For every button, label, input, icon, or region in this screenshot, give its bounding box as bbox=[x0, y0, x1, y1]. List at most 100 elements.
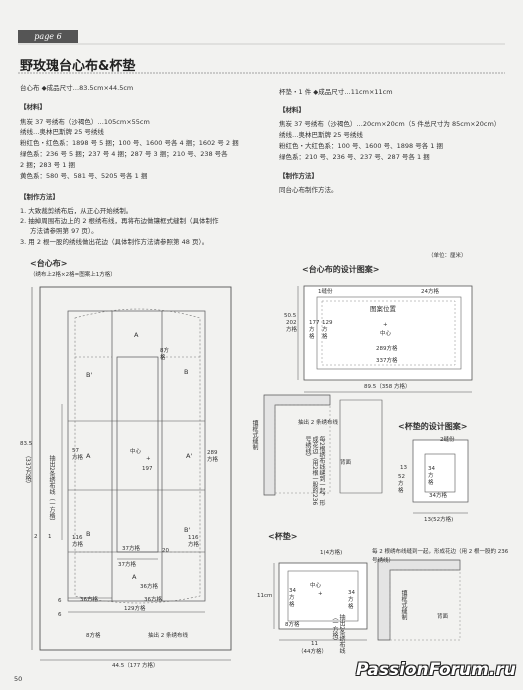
dim-2: 2 bbox=[34, 534, 38, 540]
corner-pull: 抽出 2 条绣布线 bbox=[298, 420, 338, 426]
region-a-bottom: A bbox=[132, 573, 137, 581]
dim-20: 20 bbox=[162, 548, 169, 554]
corner-label: 镶框式缝制 bbox=[251, 420, 258, 450]
doily-design-title: <台心布的设计图案> bbox=[302, 265, 380, 274]
coaster-pull: 抽出2条绣布线（一方格） bbox=[331, 614, 345, 654]
doily-size-line: 台心布 ◆成品尺寸…83.5cm×44.5cm bbox=[20, 84, 134, 92]
corner-back: 背面 bbox=[340, 460, 352, 466]
design-w289: 289方格 bbox=[376, 346, 398, 352]
dim-8-left: 8方格 bbox=[86, 633, 101, 639]
page-tag-text: page 6 bbox=[34, 32, 62, 41]
dim-57: 57方格 bbox=[72, 448, 84, 461]
corner2-label: 镶框式缝制 bbox=[400, 590, 407, 620]
method-line: 同台心布制作方法。 bbox=[279, 186, 338, 194]
dim-37-bottom: 37方格 bbox=[118, 562, 136, 568]
region-a-right: A' bbox=[186, 452, 193, 460]
coaster-center-mark: + bbox=[318, 591, 323, 597]
doily-total-h-cells: （337方格） bbox=[24, 452, 31, 488]
material-line: 粉红色・红色系：1898 号 5 捆；100 号、1600 号各 4 捆；160… bbox=[20, 139, 239, 147]
pull-threads-horizontal: 抽出 2 条绣布线 bbox=[148, 633, 188, 639]
material-line: 焦炭 37 号绣布（沙褐色）…20cm×20cm（5 件总尺寸为 85cm×20… bbox=[279, 120, 501, 128]
doily-title: <台心布> bbox=[30, 259, 68, 268]
coaster-top: 1(4方格) bbox=[320, 550, 343, 556]
doily-center-label: 中心 bbox=[130, 449, 142, 455]
dim-116-right: 116方格 bbox=[188, 535, 200, 548]
design-center: 中心 bbox=[380, 331, 392, 337]
material-line: 绣线…奥林巴斯牌 25 号绣线 bbox=[20, 128, 104, 136]
page-number: 50 bbox=[14, 675, 23, 683]
coaster-h: 13 bbox=[400, 465, 407, 471]
materials-title: 【材料】 bbox=[20, 103, 46, 111]
dim-6-a: 6 bbox=[58, 598, 62, 604]
coaster-bottom-cells: （44方格） bbox=[298, 649, 327, 655]
method-line: 1. 大致裁剪绣布后，从正心开始绣制。 bbox=[20, 207, 133, 215]
design-h-cells: 202方格 bbox=[286, 320, 298, 333]
unit-note: （单位：厘米） bbox=[428, 253, 467, 259]
dim-289: 289方格 bbox=[207, 450, 219, 463]
coaster-d34-left: 34方格 bbox=[289, 588, 296, 608]
coaster-left: 11cm bbox=[257, 593, 273, 599]
region-a-top: A bbox=[134, 331, 139, 339]
coaster-h34: 34方格 bbox=[428, 466, 435, 486]
design-seam: 1缝份 bbox=[318, 289, 333, 295]
method-title: 【制作方法】 bbox=[20, 193, 59, 201]
region-a-left: A bbox=[86, 452, 91, 460]
design-h: 50.5 bbox=[284, 313, 297, 319]
page-title: 野玫瑰台心布&杯垫 bbox=[20, 59, 136, 74]
coaster-center: 中心 bbox=[310, 583, 322, 589]
doily-subtitle: （绣布上2格×2格=图案上1方格） bbox=[30, 272, 116, 278]
dim-36-left: 36方格 bbox=[80, 597, 98, 603]
page-tag: page 6 bbox=[18, 30, 78, 43]
region-b-left-bottom: B bbox=[86, 530, 91, 538]
region-b-left: B' bbox=[86, 371, 93, 379]
material-line: 绿色系：236 号 5 捆；237 号 4 捆；287 号 3 捆；210 号、… bbox=[20, 150, 228, 158]
watermark: PassionForum.ru bbox=[356, 660, 516, 680]
dim-8-top: 8方格 bbox=[160, 348, 169, 361]
coaster-bottom: 11 bbox=[311, 641, 318, 647]
dim-37: 37方格 bbox=[122, 546, 140, 552]
material-line: 2 捆；283 号 1 捆 bbox=[20, 161, 75, 169]
dim-36-bottom: 36方格 bbox=[144, 597, 162, 603]
material-line: 黄色系：580 号、581 号、5205 号各 1 捆 bbox=[20, 172, 148, 180]
coaster-w34: 34方格 bbox=[429, 493, 447, 499]
material-line: 绣线…奥林巴斯牌 25 号绣线 bbox=[279, 131, 363, 139]
corner2-back: 背面 bbox=[437, 614, 449, 620]
doily-total-h: 83.5 bbox=[20, 441, 33, 447]
design-center-mark: + bbox=[383, 322, 388, 328]
material-line: 粉红色・大红色系：100 号、1600 号、1898 号各 1 捆 bbox=[279, 142, 443, 150]
coaster-w: 13(52方格) bbox=[424, 517, 454, 523]
region-b-right-bottom: B' bbox=[184, 526, 191, 534]
corner2-note-1: 每 2 根绣布线缝到一起，形成花边（用 2 根一股的 236 号绣线） bbox=[372, 549, 509, 564]
dim-129: 129方格 bbox=[124, 606, 146, 612]
design-w24: 24方格 bbox=[421, 289, 439, 295]
dim-36-right: 36方格 bbox=[140, 584, 158, 590]
dim-1: 1 bbox=[48, 534, 52, 540]
dim-6-b: 6 bbox=[58, 612, 62, 618]
doily-total-w: 44.5（177 方格） bbox=[112, 663, 159, 669]
coaster-seam: 2缝份 bbox=[440, 437, 455, 443]
design-w337: 337方格 bbox=[376, 358, 398, 364]
design-width: 89.5（358 方格） bbox=[364, 384, 411, 390]
doily-center-mark: + bbox=[146, 456, 151, 462]
method-title: 【制作方法】 bbox=[279, 172, 318, 180]
region-b-right: B bbox=[184, 368, 189, 376]
corner-note: 每2根绣布线缝到一起，形成花边（用2根一股的236号绣线） bbox=[304, 436, 325, 506]
method-line: 3. 用 2 根一股的绣线做出花边（具体制作方法请参照第 48 页）。 bbox=[20, 238, 209, 246]
coaster-size-line: 杯垫・1 件 ◆成品尺寸…11cm×11cm bbox=[279, 88, 393, 96]
materials-title: 【材料】 bbox=[279, 106, 305, 114]
coaster-title: <杯垫> bbox=[268, 532, 298, 541]
coaster-design-title: <杯垫的设计图案> bbox=[398, 422, 468, 431]
coaster-d34-right: 34方格 bbox=[348, 590, 355, 610]
material-line: 焦炭 37 号绣布（沙褐色）…105cm×55cm bbox=[20, 118, 150, 126]
dim-197: 197 bbox=[142, 466, 153, 472]
pull-threads-vertical: 抽出2条绣布线（一方格） bbox=[48, 455, 55, 525]
method-line: 2. 抽掉周围布边上的 2 根绣布线，再将布边做镶框式缝制（具体制作 bbox=[20, 217, 219, 225]
coaster-d8: 8方格 bbox=[285, 622, 300, 628]
material-line: 绿色系：210 号、236 号、237 号、287 号各 1 捆 bbox=[279, 153, 430, 161]
design-h129: 129方格 bbox=[322, 320, 333, 340]
method-line: 方法请参照第 97 页）。 bbox=[30, 227, 98, 235]
coaster-h-cells: 52方格 bbox=[398, 474, 405, 494]
dim-116-left: 116方格 bbox=[72, 535, 84, 548]
design-position: 图案位置 bbox=[370, 305, 396, 313]
